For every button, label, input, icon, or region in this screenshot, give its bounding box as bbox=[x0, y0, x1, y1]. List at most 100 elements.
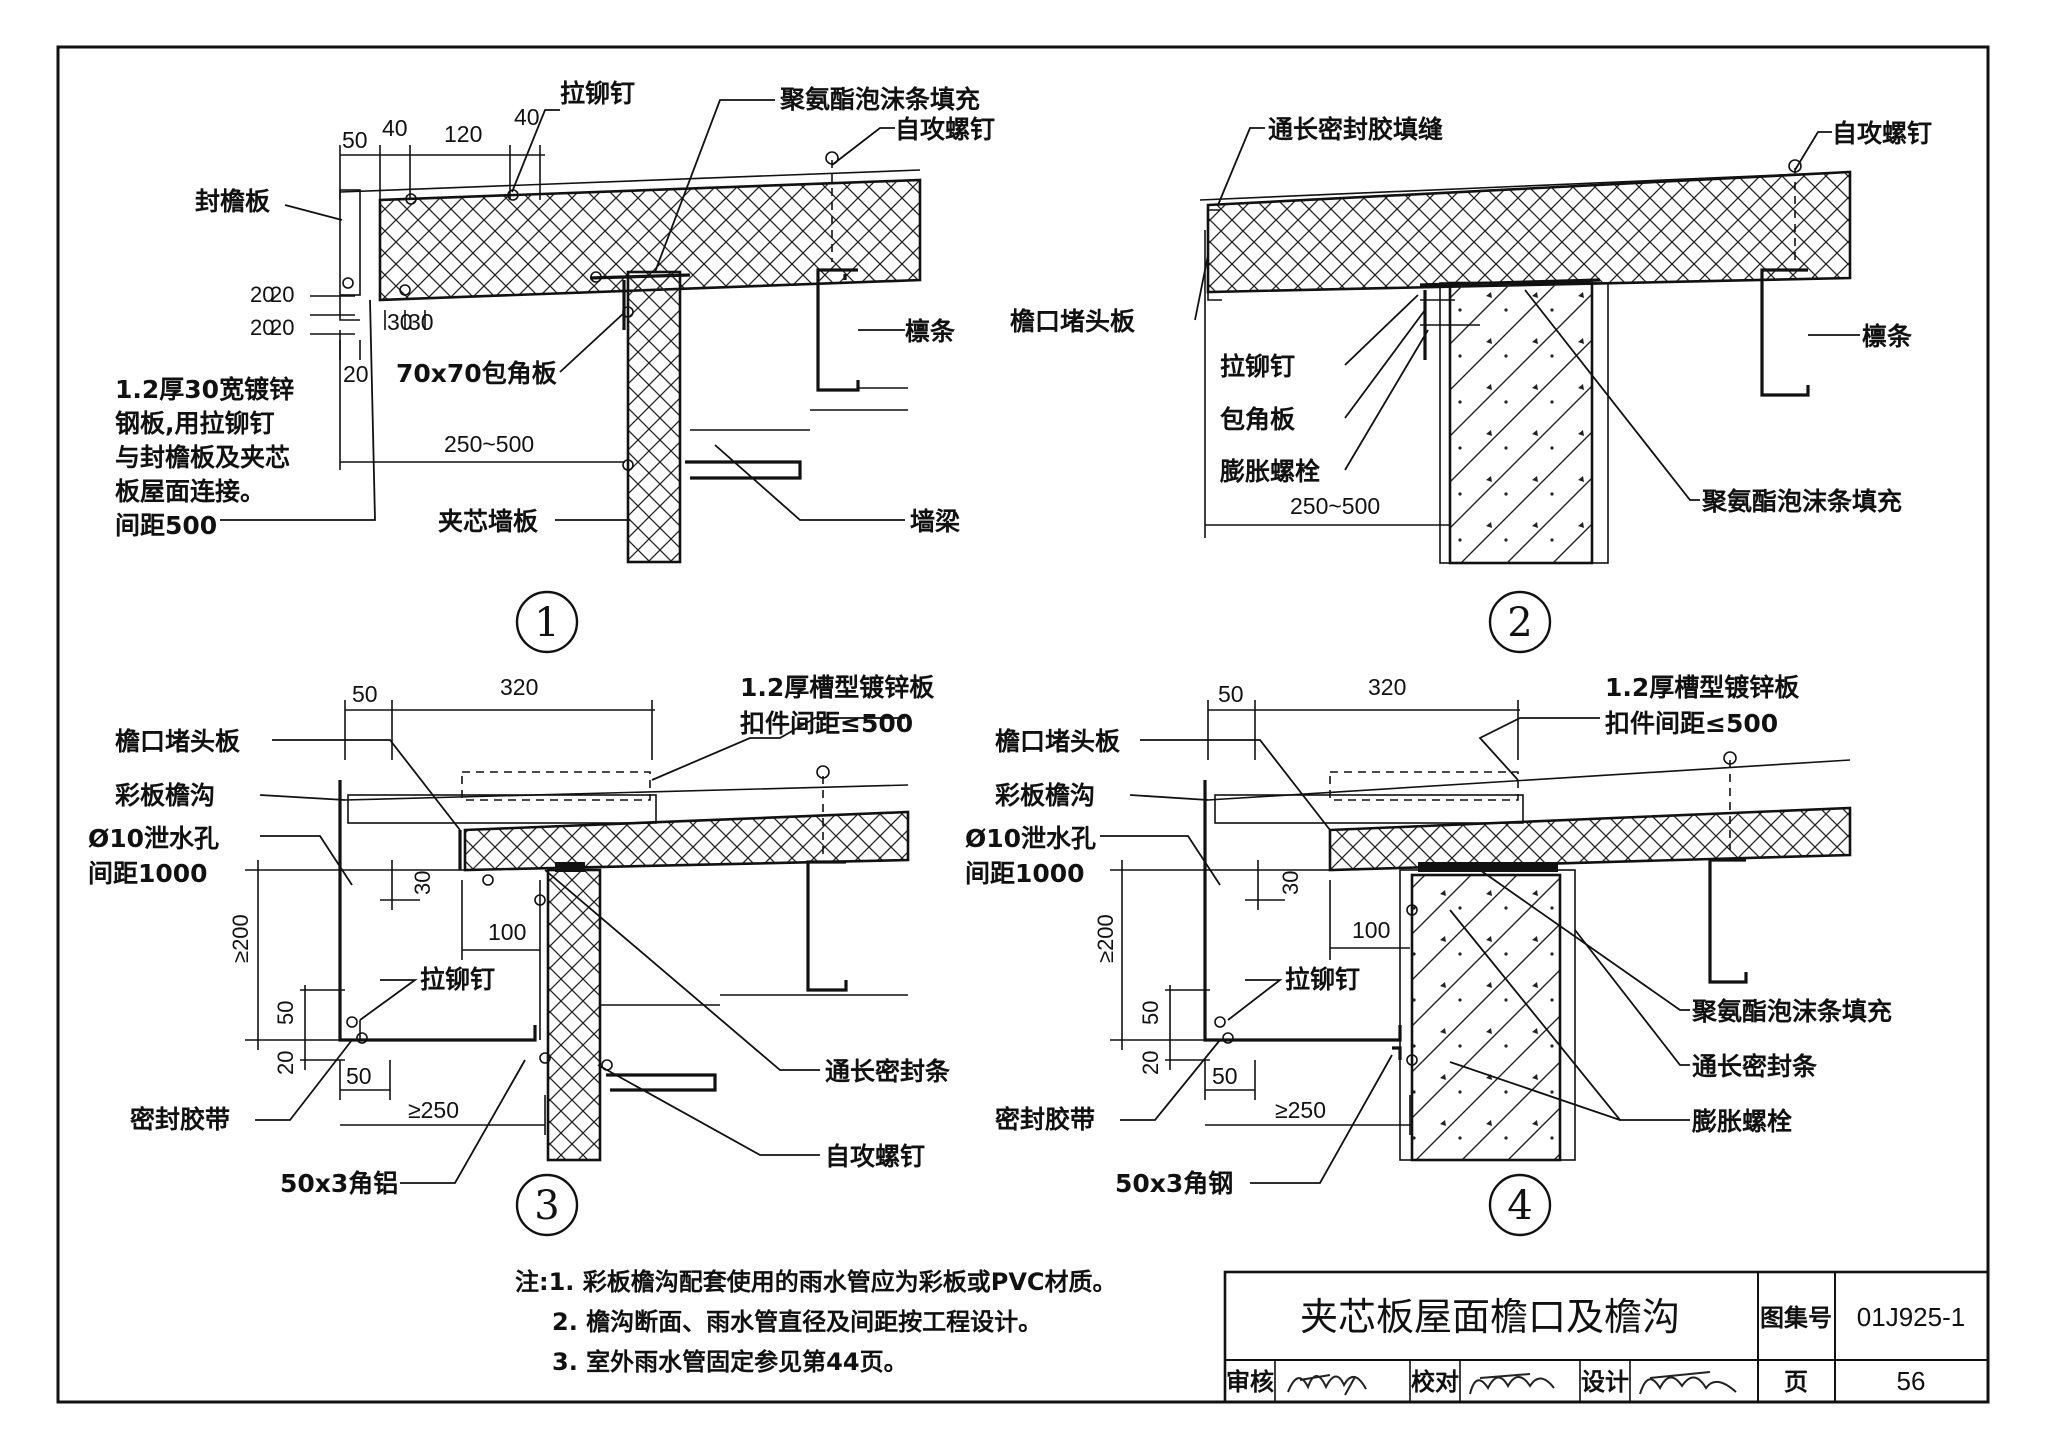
label-drain-spacing-3: 间距1000 bbox=[88, 859, 208, 888]
label-purlin-2: 檩条 bbox=[1862, 322, 1913, 351]
note-2: 2. 檐沟断面、雨水管直径及间距按工程设计。 bbox=[552, 1308, 1042, 1336]
purlin-1 bbox=[816, 268, 860, 392]
concrete-wall-2 bbox=[1448, 281, 1594, 565]
dim-40a: 40 bbox=[382, 115, 408, 141]
label-foam-fill-4: 聚氨酯泡沫条填充 bbox=[1691, 997, 1892, 1026]
label-gutter-3: 彩板檐沟 bbox=[115, 781, 215, 810]
channel-plate-4 bbox=[1214, 794, 1524, 824]
dim-50-top-3: 50 bbox=[352, 681, 378, 707]
label-angle-3: 50x3角铝 bbox=[280, 1169, 398, 1198]
dim-40b: 40 bbox=[514, 104, 540, 130]
detail-number-3: 3 bbox=[534, 1183, 559, 1229]
label-corner-plate-2: 包角板 bbox=[1220, 405, 1295, 434]
dim-100-4: 100 bbox=[1352, 917, 1390, 943]
label-screw-3: 自攻螺钉 bbox=[825, 1142, 925, 1171]
page-label: 页 bbox=[1784, 1368, 1808, 1396]
eave-board bbox=[339, 189, 361, 296]
label-rivet-3: 拉铆钉 bbox=[420, 965, 495, 994]
dim-250-4: ≥250 bbox=[1275, 1097, 1326, 1123]
label-rivet-2: 拉铆钉 bbox=[1220, 352, 1295, 381]
label-corner-plate-1: 70x70包角板 bbox=[396, 359, 557, 388]
label-seal-tape-4: 密封胶带 bbox=[995, 1105, 1095, 1134]
dim-20c: 20 bbox=[250, 315, 274, 340]
dim-120: 120 bbox=[444, 121, 482, 147]
detail-2: 250~500 通长密封胶填缝 自攻螺钉 檐口堵头板 檩条 拉铆钉 包角板 膨胀… bbox=[1010, 115, 1932, 654]
dim-20a: 20 bbox=[250, 282, 274, 307]
detail-number-1: 1 bbox=[534, 600, 559, 646]
atlas-number: 01J925-1 bbox=[1857, 1302, 1965, 1332]
label-eave-block-4: 檐口堵头板 bbox=[995, 727, 1120, 756]
note-3: 3. 室外雨水管固定参见第44页。 bbox=[552, 1348, 908, 1376]
label-eave-block-2: 檐口堵头板 bbox=[1010, 307, 1135, 336]
label-anchor-bolt-4: 膨胀螺栓 bbox=[1692, 1107, 1792, 1136]
page-number: 56 bbox=[1897, 1366, 1926, 1396]
check-label: 校对 bbox=[1411, 1368, 1459, 1396]
label-seal-strip-4: 通长密封条 bbox=[1692, 1052, 1818, 1081]
dim-100-3: 100 bbox=[488, 919, 526, 945]
dim-320-4: 320 bbox=[1368, 674, 1406, 700]
label-clip-spacing-4: 扣件间距≤500 bbox=[1605, 709, 1778, 738]
label-anchor-bolt-2: 膨胀螺栓 bbox=[1220, 457, 1320, 486]
roof-panel-2 bbox=[1206, 170, 1852, 294]
dim-20-bottom: 20 bbox=[343, 361, 369, 387]
label-drain-spacing-4: 间距1000 bbox=[965, 859, 1085, 888]
dim-30-4: 30 bbox=[1278, 871, 1303, 895]
purlin-2 bbox=[1760, 268, 1810, 397]
dim-30a: 30 bbox=[387, 309, 413, 335]
label-wall-beam: 墙梁 bbox=[910, 507, 960, 536]
channel-plate-3 bbox=[347, 794, 657, 824]
dim-50-side-4: 50 bbox=[1138, 1001, 1163, 1025]
gutter-4 bbox=[1203, 780, 1402, 1042]
roof-panel-1 bbox=[378, 178, 922, 302]
dim-20-4: 20 bbox=[1138, 1051, 1163, 1075]
label-screw-1: 自攻螺钉 bbox=[895, 115, 995, 144]
label-steel-strip-l1: 1.2厚30宽镀锌 bbox=[115, 375, 294, 404]
dim-50-top-4: 50 bbox=[1218, 681, 1244, 707]
dim-250-3: ≥250 bbox=[408, 1097, 459, 1123]
dim-20d: 20 bbox=[270, 315, 294, 340]
dim-50-bottom-4: 50 bbox=[1212, 1063, 1238, 1089]
dim-span-2: 250~500 bbox=[1290, 493, 1380, 519]
reviewer-signature bbox=[1287, 1374, 1367, 1396]
dim-200-3: ≥200 bbox=[228, 914, 253, 963]
label-steel-strip-l5: 间距500 bbox=[115, 511, 217, 540]
atlas-label: 图集号 bbox=[1760, 1304, 1832, 1332]
concrete-wall-4 bbox=[1410, 873, 1562, 1162]
detail-4: 50 320 30 100 ≥200 50 20 50 ≥250 1.2厚槽型镀… bbox=[965, 673, 1892, 1237]
wall-panel-3 bbox=[546, 868, 602, 1162]
dim-30-3: 30 bbox=[410, 871, 435, 895]
label-screw-2: 自攻螺钉 bbox=[1832, 119, 1932, 148]
label-drain-hole-3: Ø10泄水孔 bbox=[88, 824, 219, 853]
title-block: 夹芯板屋面檐口及檐沟 图集号 01J925-1 审核 校对 设计 页 56 bbox=[1223, 1270, 1990, 1404]
label-steel-strip-l3: 与封檐板及夹芯 bbox=[115, 443, 290, 472]
label-foam-fill-1: 聚氨酯泡沫条填充 bbox=[779, 85, 980, 114]
label-sealant: 通长密封胶填缝 bbox=[1268, 115, 1443, 144]
dim-span-1: 250~500 bbox=[444, 431, 534, 457]
checker-signature bbox=[1469, 1373, 1555, 1395]
label-angle-4: 50x3角钢 bbox=[1115, 1169, 1233, 1198]
design-label: 设计 bbox=[1581, 1368, 1629, 1396]
purlin-4 bbox=[1708, 858, 1748, 984]
label-eave-block-3: 檐口堵头板 bbox=[115, 727, 240, 756]
dim-50: 50 bbox=[342, 127, 368, 153]
dim-200-4: ≥200 bbox=[1093, 914, 1118, 963]
label-rivet-4: 拉铆钉 bbox=[1285, 965, 1360, 994]
label-foam-fill-2: 聚氨酯泡沫条填充 bbox=[1701, 487, 1902, 516]
sheet-border bbox=[56, 45, 1990, 1404]
gutter-3 bbox=[338, 780, 537, 1042]
wall-beam-1 bbox=[685, 460, 802, 480]
label-eave-board: 封檐板 bbox=[195, 187, 270, 216]
note-1: 注:1. 彩板檐沟配套使用的雨水管应为彩板或PVC材质。 bbox=[515, 1268, 1117, 1296]
notes: 注:1. 彩板檐沟配套使用的雨水管应为彩板或PVC材质。 2. 檐沟断面、雨水管… bbox=[515, 1268, 1117, 1376]
label-purlin-1: 檩条 bbox=[905, 317, 956, 346]
dim-30b: 30 bbox=[408, 309, 434, 335]
detail-1: 50 40 120 40 20 20 20 20 20 30 30 250~50… bbox=[115, 79, 995, 654]
label-gutter-4: 彩板檐沟 bbox=[995, 781, 1095, 810]
label-seal-strip-3: 通长密封条 bbox=[825, 1057, 951, 1086]
designer-signature bbox=[1639, 1371, 1737, 1395]
review-label: 审核 bbox=[1226, 1368, 1274, 1396]
roof-panel-4 bbox=[1328, 806, 1852, 872]
label-channel-plate-4: 1.2厚槽型镀锌板 bbox=[1605, 673, 1799, 702]
dim-20b: 20 bbox=[270, 282, 294, 307]
